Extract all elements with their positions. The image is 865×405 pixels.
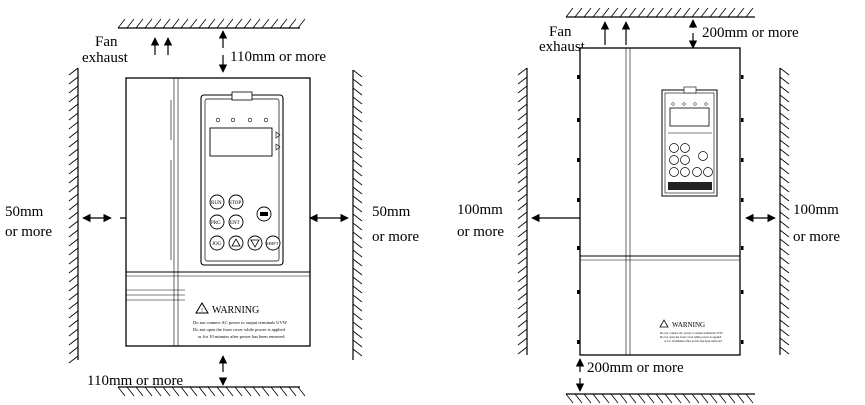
right-inverter	[577, 47, 744, 356]
right-warning-title: WARNING	[672, 321, 705, 329]
left-fan-label-1: Fan	[95, 34, 118, 50]
left-up-key	[228, 235, 244, 251]
bolt-4-0	[577, 246, 580, 250]
left-keypad-display	[209, 127, 273, 157]
bolt-6-0	[577, 340, 580, 344]
left-diagram: Fan exhaust 110mm or more 110mm or more …	[5, 18, 419, 397]
right-inverter-bolts	[577, 75, 744, 344]
right-left-wall	[517, 67, 528, 355]
left-ent-key-label: ENT	[230, 221, 240, 226]
left-top-clearance: 110mm or more	[230, 49, 326, 65]
bolt-2-1	[741, 158, 744, 162]
bolt-1-0	[577, 118, 580, 122]
right-fan-label-2: exhaust	[539, 39, 586, 55]
bolt-3-1	[741, 198, 744, 202]
left-top-wall	[117, 18, 306, 29]
left-fan-label-2: exhaust	[82, 50, 129, 66]
left-prg-key-label: PRG	[211, 221, 221, 226]
right-warning-label: WARNING Do not connect AC power to outpu…	[659, 319, 723, 343]
down-arrow-icon	[250, 239, 260, 248]
left-bottom-wall	[117, 386, 306, 397]
left-left-clearance-1: 50mm	[5, 204, 44, 220]
left-jog-key-label: JOG	[212, 242, 222, 247]
bolt-6-1	[741, 340, 744, 344]
up-arrow-icon	[231, 238, 241, 247]
right-right-clearance-2: or more	[793, 229, 840, 245]
right-right-clearance-1: 100mm	[793, 202, 839, 218]
right-side-wall	[352, 69, 363, 360]
bolt-1-1	[741, 118, 744, 122]
left-stop-key-label: STOP	[229, 201, 241, 206]
left-keypad: RUN STOP PRG ENT JOG SHIFT	[200, 91, 284, 266]
bolt-3-0	[577, 198, 580, 202]
right-top-wall	[565, 7, 755, 18]
left-warning-title: WARNING	[212, 305, 259, 316]
right-left-clearance-2: or more	[457, 224, 504, 240]
bolt-5-0	[577, 290, 580, 294]
left-warning-line-1: Do not connect AC power to output termin…	[193, 320, 288, 325]
left-right-clearance-1: 50mm	[372, 204, 411, 220]
left-side-wall	[68, 67, 79, 364]
left-run-key	[209, 194, 225, 210]
left-bottom-clearance: 110mm or more	[87, 373, 183, 389]
left-prg-key	[209, 214, 225, 230]
left-shift-key	[265, 235, 281, 251]
warning-triangle-icon	[195, 302, 209, 314]
right-warning-line-1: Do not connect AC power to output termin…	[660, 331, 723, 335]
bolt-2-0	[577, 158, 580, 162]
left-jog-key	[209, 235, 225, 251]
left-shift-key-label: SHIFT	[266, 241, 279, 246]
warning-triangle-icon	[659, 319, 669, 328]
left-warning-exclaim: !	[201, 308, 203, 314]
right-right-wall	[779, 67, 790, 355]
right-left-clearance-1: 100mm	[457, 202, 503, 218]
left-right-clearance-2: or more	[372, 229, 419, 245]
right-bottom-clearance: 200mm or more	[587, 360, 684, 376]
left-ent-key	[228, 214, 244, 230]
right-fan-label-1: Fan	[549, 24, 572, 40]
left-down-key	[247, 235, 263, 251]
left-warning-label: ! WARNING Do not connect AC power to out…	[193, 302, 288, 339]
bolt-0-0	[577, 75, 580, 79]
left-left-clearance-2: or more	[5, 224, 52, 240]
left-warning-line-2: Do not open the front cover while power …	[193, 327, 286, 332]
right-top-clearance: 200mm or more	[702, 25, 799, 41]
right-bottom-wall	[565, 393, 755, 404]
bolt-4-1	[741, 246, 744, 250]
left-stop-key	[228, 194, 244, 210]
right-warning-line-3: or for 10 minutes after power has been r…	[664, 339, 722, 343]
bolt-0-1	[741, 75, 744, 79]
right-warning-line-2: Do not open the front cover while power …	[660, 335, 722, 339]
left-warning-line-3: or for 10 minutes after power has been r…	[198, 334, 285, 339]
left-fan-arrows	[150, 37, 173, 55]
right-diagram: Fan exhaust 200mm or more 200mm or more …	[457, 7, 840, 404]
bolt-5-1	[741, 290, 744, 294]
left-run-key-label: RUN	[211, 201, 222, 206]
right-keypad	[661, 86, 718, 197]
right-keypad-display	[669, 107, 710, 127]
